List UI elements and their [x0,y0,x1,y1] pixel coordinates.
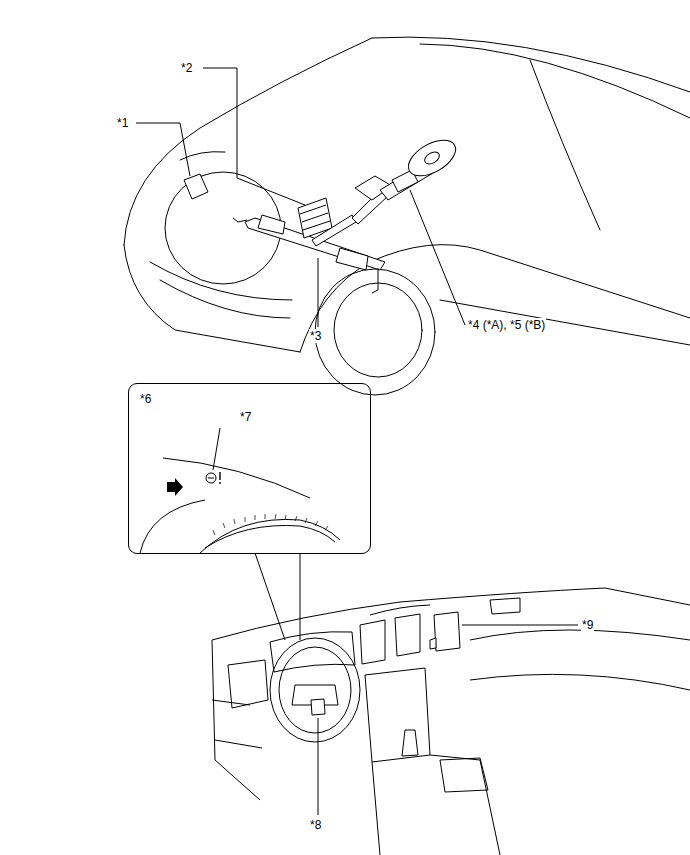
meter-arc [163,458,310,498]
warning-icon [219,482,221,484]
steering-wheel [270,638,360,742]
callout-number: *8 [309,818,322,832]
side-line [440,300,690,345]
lower-grille [160,280,290,318]
sensor-module [184,174,208,199]
leader-line [203,68,305,205]
shift-lever [402,730,418,756]
sensor-module [311,699,325,715]
gauge-edge [140,500,205,553]
ecu-module [434,612,460,651]
glovebox-lower [470,674,690,690]
gauge-scale-inner [205,525,335,548]
leader-line [318,258,319,327]
tie-rod [372,268,378,293]
callout-number: *9 [581,618,594,632]
tire [315,269,435,395]
callout-number: *3 [309,329,322,343]
callout-number: *1 [116,116,129,130]
callout-number: *7 [239,410,252,424]
rack-boot [336,248,368,270]
rack-boot [258,215,285,234]
steering-wheel [402,133,461,183]
rim [334,283,422,377]
warning-icon [208,478,214,479]
glovebox-line [470,630,690,640]
callout-number: *2 [180,61,193,75]
tie-rod [233,218,247,222]
center-vents [360,614,420,664]
center-panel [365,668,430,762]
arrow-mark [167,478,183,496]
a-pillar [530,60,600,230]
leader-line [410,190,465,325]
leader-line [462,625,578,626]
fender-line [300,245,690,352]
leader-line [136,123,190,176]
gauge-ticks [213,514,328,535]
connector [430,638,436,649]
console [372,755,500,855]
display [370,605,430,615]
ecu-fins [300,205,330,230]
leader-line [213,428,220,470]
vent [228,660,268,708]
windshield-line [372,37,690,92]
pinion-shaft [312,215,356,246]
grille [150,262,292,300]
hood-edge [124,38,372,245]
gauge-scale [200,519,340,553]
dash-panel [212,700,262,748]
inset-box: *6 *7 [128,383,371,554]
armrest [440,758,488,792]
leader-line [318,718,319,815]
warning-icon [219,472,220,480]
bumper [124,245,300,352]
cowl-line [420,44,690,118]
wheel-hub [423,150,442,167]
passenger-vent [490,598,520,614]
warning-icon [206,473,216,483]
callout-number: *4 (*A), *5 (*B) [467,318,546,332]
steering-wheel-inner [279,647,351,733]
inset-heading: *6 [139,392,152,406]
